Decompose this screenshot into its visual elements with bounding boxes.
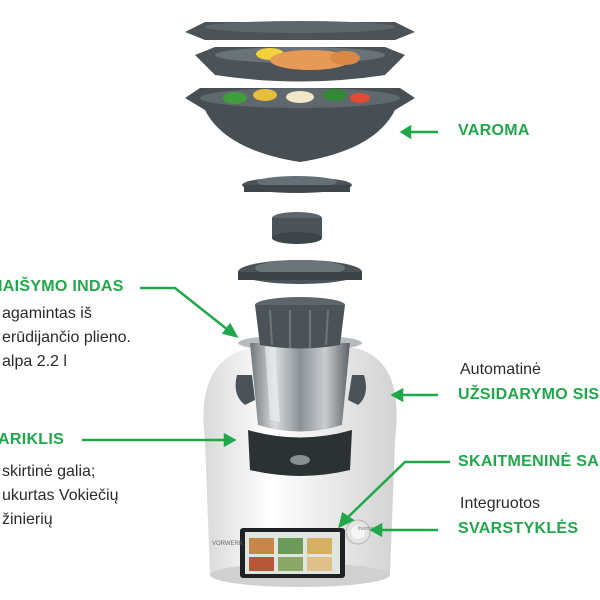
arrow-display-icon	[338, 460, 450, 529]
varoma-dish-icon	[185, 88, 415, 162]
scale-title: SVARSTYKLĖS	[458, 520, 579, 537]
motor-desc-line-3: žinierių	[2, 511, 53, 528]
varoma-steam-tray-icon	[195, 47, 405, 82]
scale-prefix: Integruotos	[460, 495, 541, 512]
drive-coupling-icon	[290, 455, 310, 465]
touch-display-icon	[240, 528, 345, 578]
varoma-label: VAROMA	[458, 122, 530, 139]
lock-title: UŽSIDARYMO SIS	[458, 386, 600, 403]
display-title: SKAITMENINĖ SA	[458, 453, 600, 470]
arrow-scale-icon	[369, 522, 438, 538]
bowl-desc-line-3: alpa 2.2 l	[2, 353, 67, 370]
callout-arrows	[82, 124, 450, 538]
selector-knob-icon	[345, 519, 371, 545]
lock-arm-icon	[235, 375, 366, 405]
brand-logo: VORWERK	[212, 541, 243, 547]
motor-desc-line-2: ukurtas Vokiečių	[2, 487, 119, 504]
model-logo: thermomix	[358, 526, 382, 532]
motor-title: ARIKLIS	[0, 431, 65, 448]
bowl-title: IAIŠYMO INDAS	[0, 278, 124, 295]
varoma-tray-icon	[185, 21, 415, 40]
arrow-bowl-icon	[140, 286, 239, 338]
bowl-desc-line-1: agamintas iš	[2, 305, 92, 322]
splash-guard-icon	[238, 260, 362, 284]
bowl-socket-icon	[248, 430, 352, 476]
arrow-motor-icon	[82, 432, 237, 448]
lock-prefix: Automatinė	[460, 361, 541, 378]
measuring-cup-icon	[272, 212, 322, 244]
arrow-varoma-icon	[399, 124, 438, 140]
arrow-lock-icon	[390, 387, 438, 403]
bowl-desc-line-2: erūdijančio plieno.	[2, 329, 131, 346]
cooking-basket-icon	[255, 297, 345, 349]
motor-desc-line-1: skirtinė galia;	[2, 463, 96, 480]
bowl-lid-icon	[242, 176, 352, 193]
